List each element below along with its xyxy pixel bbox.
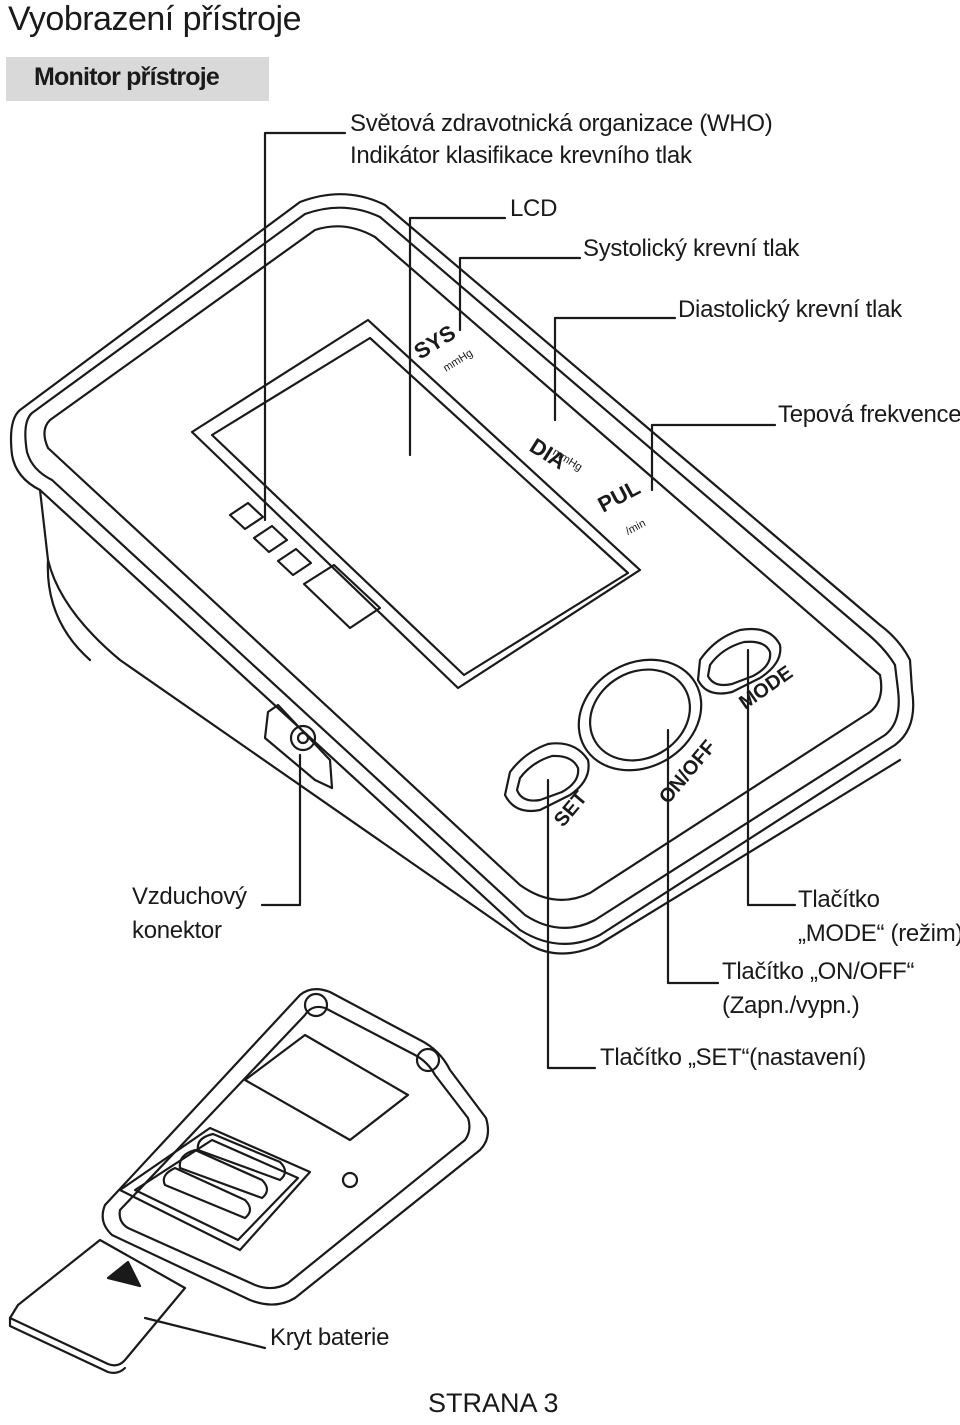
mode-button-inner bbox=[706, 640, 772, 687]
battery-cell-1 bbox=[162, 1166, 252, 1220]
label-onoff-line1: Tlačítko „ON/OFF“ bbox=[722, 958, 915, 985]
lcd-pul-label: PUL bbox=[594, 475, 645, 518]
set-button-inner bbox=[515, 754, 580, 802]
battery-cover bbox=[8, 1238, 187, 1367]
label-who-line2: Indikátor klasifikace krevního tlak bbox=[350, 142, 692, 169]
leader-onoff bbox=[666, 728, 720, 985]
leader-lcd bbox=[408, 216, 507, 457]
screw-icon bbox=[341, 1171, 359, 1189]
who-indicator-1 bbox=[228, 501, 265, 531]
device-top-inner-outline bbox=[24, 206, 900, 929]
label-pulse: Tepová frekvence bbox=[778, 401, 960, 428]
label-systolic: Systolický krevní tlak bbox=[583, 235, 800, 262]
foot-right-icon bbox=[415, 1047, 441, 1073]
leader-diastolic bbox=[553, 316, 677, 422]
lcd-sys-unit: mmHg bbox=[441, 347, 475, 374]
leader-pulse bbox=[650, 423, 777, 492]
label-battery-cover: Kryt baterie bbox=[270, 1324, 390, 1351]
mode-button-shape bbox=[696, 627, 782, 695]
battery-cover-edge bbox=[8, 1316, 127, 1374]
device-side-lower bbox=[46, 558, 92, 662]
lcd-frame bbox=[190, 318, 642, 690]
leader-air bbox=[260, 753, 302, 907]
onoff-button-inner bbox=[588, 668, 692, 762]
section-title: Monitor přístroje bbox=[34, 63, 220, 91]
set-button-shape bbox=[503, 742, 590, 813]
label-onoff-line2: (Zapn./vypn.) bbox=[722, 992, 860, 1019]
lcd-pul-unit: /min bbox=[624, 517, 648, 537]
label-lcd: LCD bbox=[510, 195, 558, 222]
battery-compartment bbox=[118, 1126, 312, 1252]
label-air-line1: Vzduchový bbox=[132, 883, 247, 910]
label-area bbox=[243, 1033, 410, 1142]
device-side bbox=[38, 488, 902, 955]
foot-top-icon bbox=[303, 992, 329, 1018]
leader-mode bbox=[746, 648, 797, 907]
device-bevel bbox=[43, 225, 883, 901]
leader-set bbox=[546, 778, 597, 1070]
battery-cell-2 bbox=[178, 1148, 269, 1200]
air-connector-housing bbox=[263, 703, 334, 790]
lcd-inner-frame bbox=[210, 336, 630, 677]
leader-battery bbox=[143, 1316, 267, 1350]
leader-who bbox=[263, 131, 347, 522]
page-number: STRANA 3 bbox=[428, 1388, 559, 1418]
device-bottom-outline bbox=[101, 988, 490, 1306]
mode-button-label: MODE bbox=[735, 662, 797, 714]
onoff-button-label: ON/OFF bbox=[655, 736, 720, 808]
leader-systolic bbox=[458, 256, 582, 332]
device-bottom-inner bbox=[118, 1005, 471, 1290]
label-mode-line2: „MODE“ (režim) bbox=[798, 920, 960, 947]
air-connector-port bbox=[289, 724, 317, 752]
label-air-line2: konektor bbox=[132, 917, 222, 944]
label-mode-line1: Tlačítko bbox=[798, 886, 880, 913]
label-diastolic: Diastolický krevní tlak bbox=[678, 296, 902, 323]
section-header-bar: Monitor přístroje bbox=[6, 57, 269, 101]
label-who-line1: Světová zdravotnická organizace (WHO) bbox=[350, 110, 773, 137]
label-set: Tlačítko „SET“(nastavení) bbox=[600, 1044, 866, 1071]
onoff-button-outer bbox=[577, 658, 703, 772]
battery-cover-arrow-icon bbox=[106, 1260, 142, 1288]
who-indicator-bar bbox=[302, 563, 382, 630]
who-indicator-3 bbox=[276, 547, 313, 577]
page-title: Vyobrazení přístroje bbox=[8, 0, 302, 38]
who-indicator-2 bbox=[252, 524, 289, 554]
battery-compartment-inner bbox=[133, 1138, 300, 1242]
battery-cell-3 bbox=[196, 1132, 287, 1182]
